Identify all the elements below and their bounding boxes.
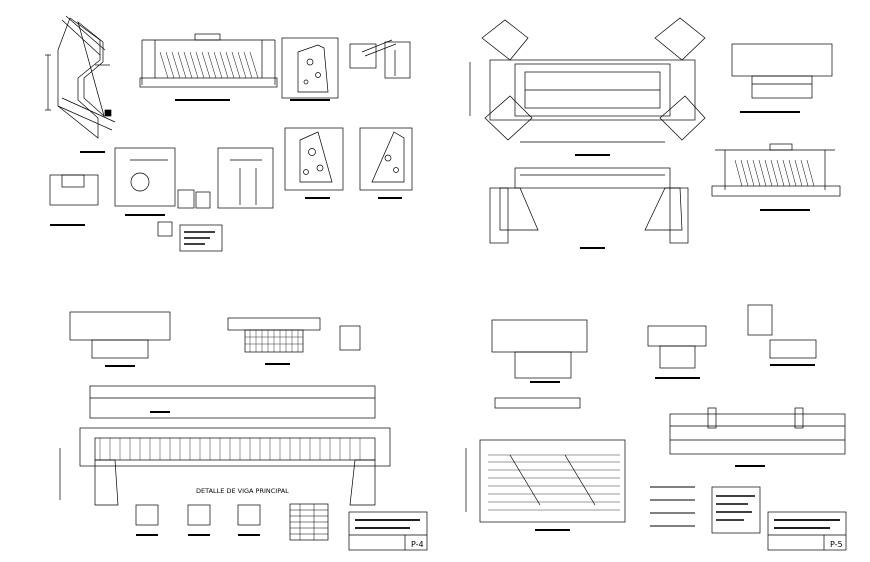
sheet-number-left: P-4 <box>411 540 424 549</box>
notes-box-right <box>711 486 761 534</box>
detail-curb-sections <box>647 304 817 379</box>
plan-reinforcement-layout <box>465 439 626 531</box>
beam-elevation-long <box>89 385 376 419</box>
section-retaining-wall <box>217 147 274 209</box>
hatch-fill <box>734 159 815 187</box>
section-pipe-culvert <box>114 147 211 237</box>
rebar-schedule-table <box>289 503 329 541</box>
title-block-right <box>767 511 847 551</box>
plan-wingwall-skewed <box>45 15 116 153</box>
detail-rebar-hook <box>349 39 411 79</box>
bar-bending-details <box>650 486 695 527</box>
section-wall-pair <box>284 127 413 199</box>
notes-box-left <box>179 224 223 252</box>
section-reinforcement-grid <box>227 317 361 365</box>
section-deck-top <box>731 43 833 113</box>
section-deck-small <box>69 311 171 367</box>
beam-reinforcement-detail <box>59 427 391 506</box>
elevation-bridge-side <box>489 167 689 249</box>
plan-small-block <box>49 174 99 226</box>
elevation-abutment <box>139 33 278 101</box>
sheet-number-right: P-5 <box>830 540 843 549</box>
section-wall-with-stones <box>281 37 339 101</box>
plan-bridge-with-wings <box>469 17 706 156</box>
section-deck-bottom-right <box>491 319 588 383</box>
beam-elevation-right <box>494 397 846 467</box>
hatch-fill <box>159 51 259 79</box>
title-block-left <box>348 511 428 551</box>
elevation-abutment-right <box>711 143 841 211</box>
stirrup-details <box>135 504 261 536</box>
beam-detail-title: DETALLE DE VIGA PRINCIPAL <box>196 487 289 495</box>
